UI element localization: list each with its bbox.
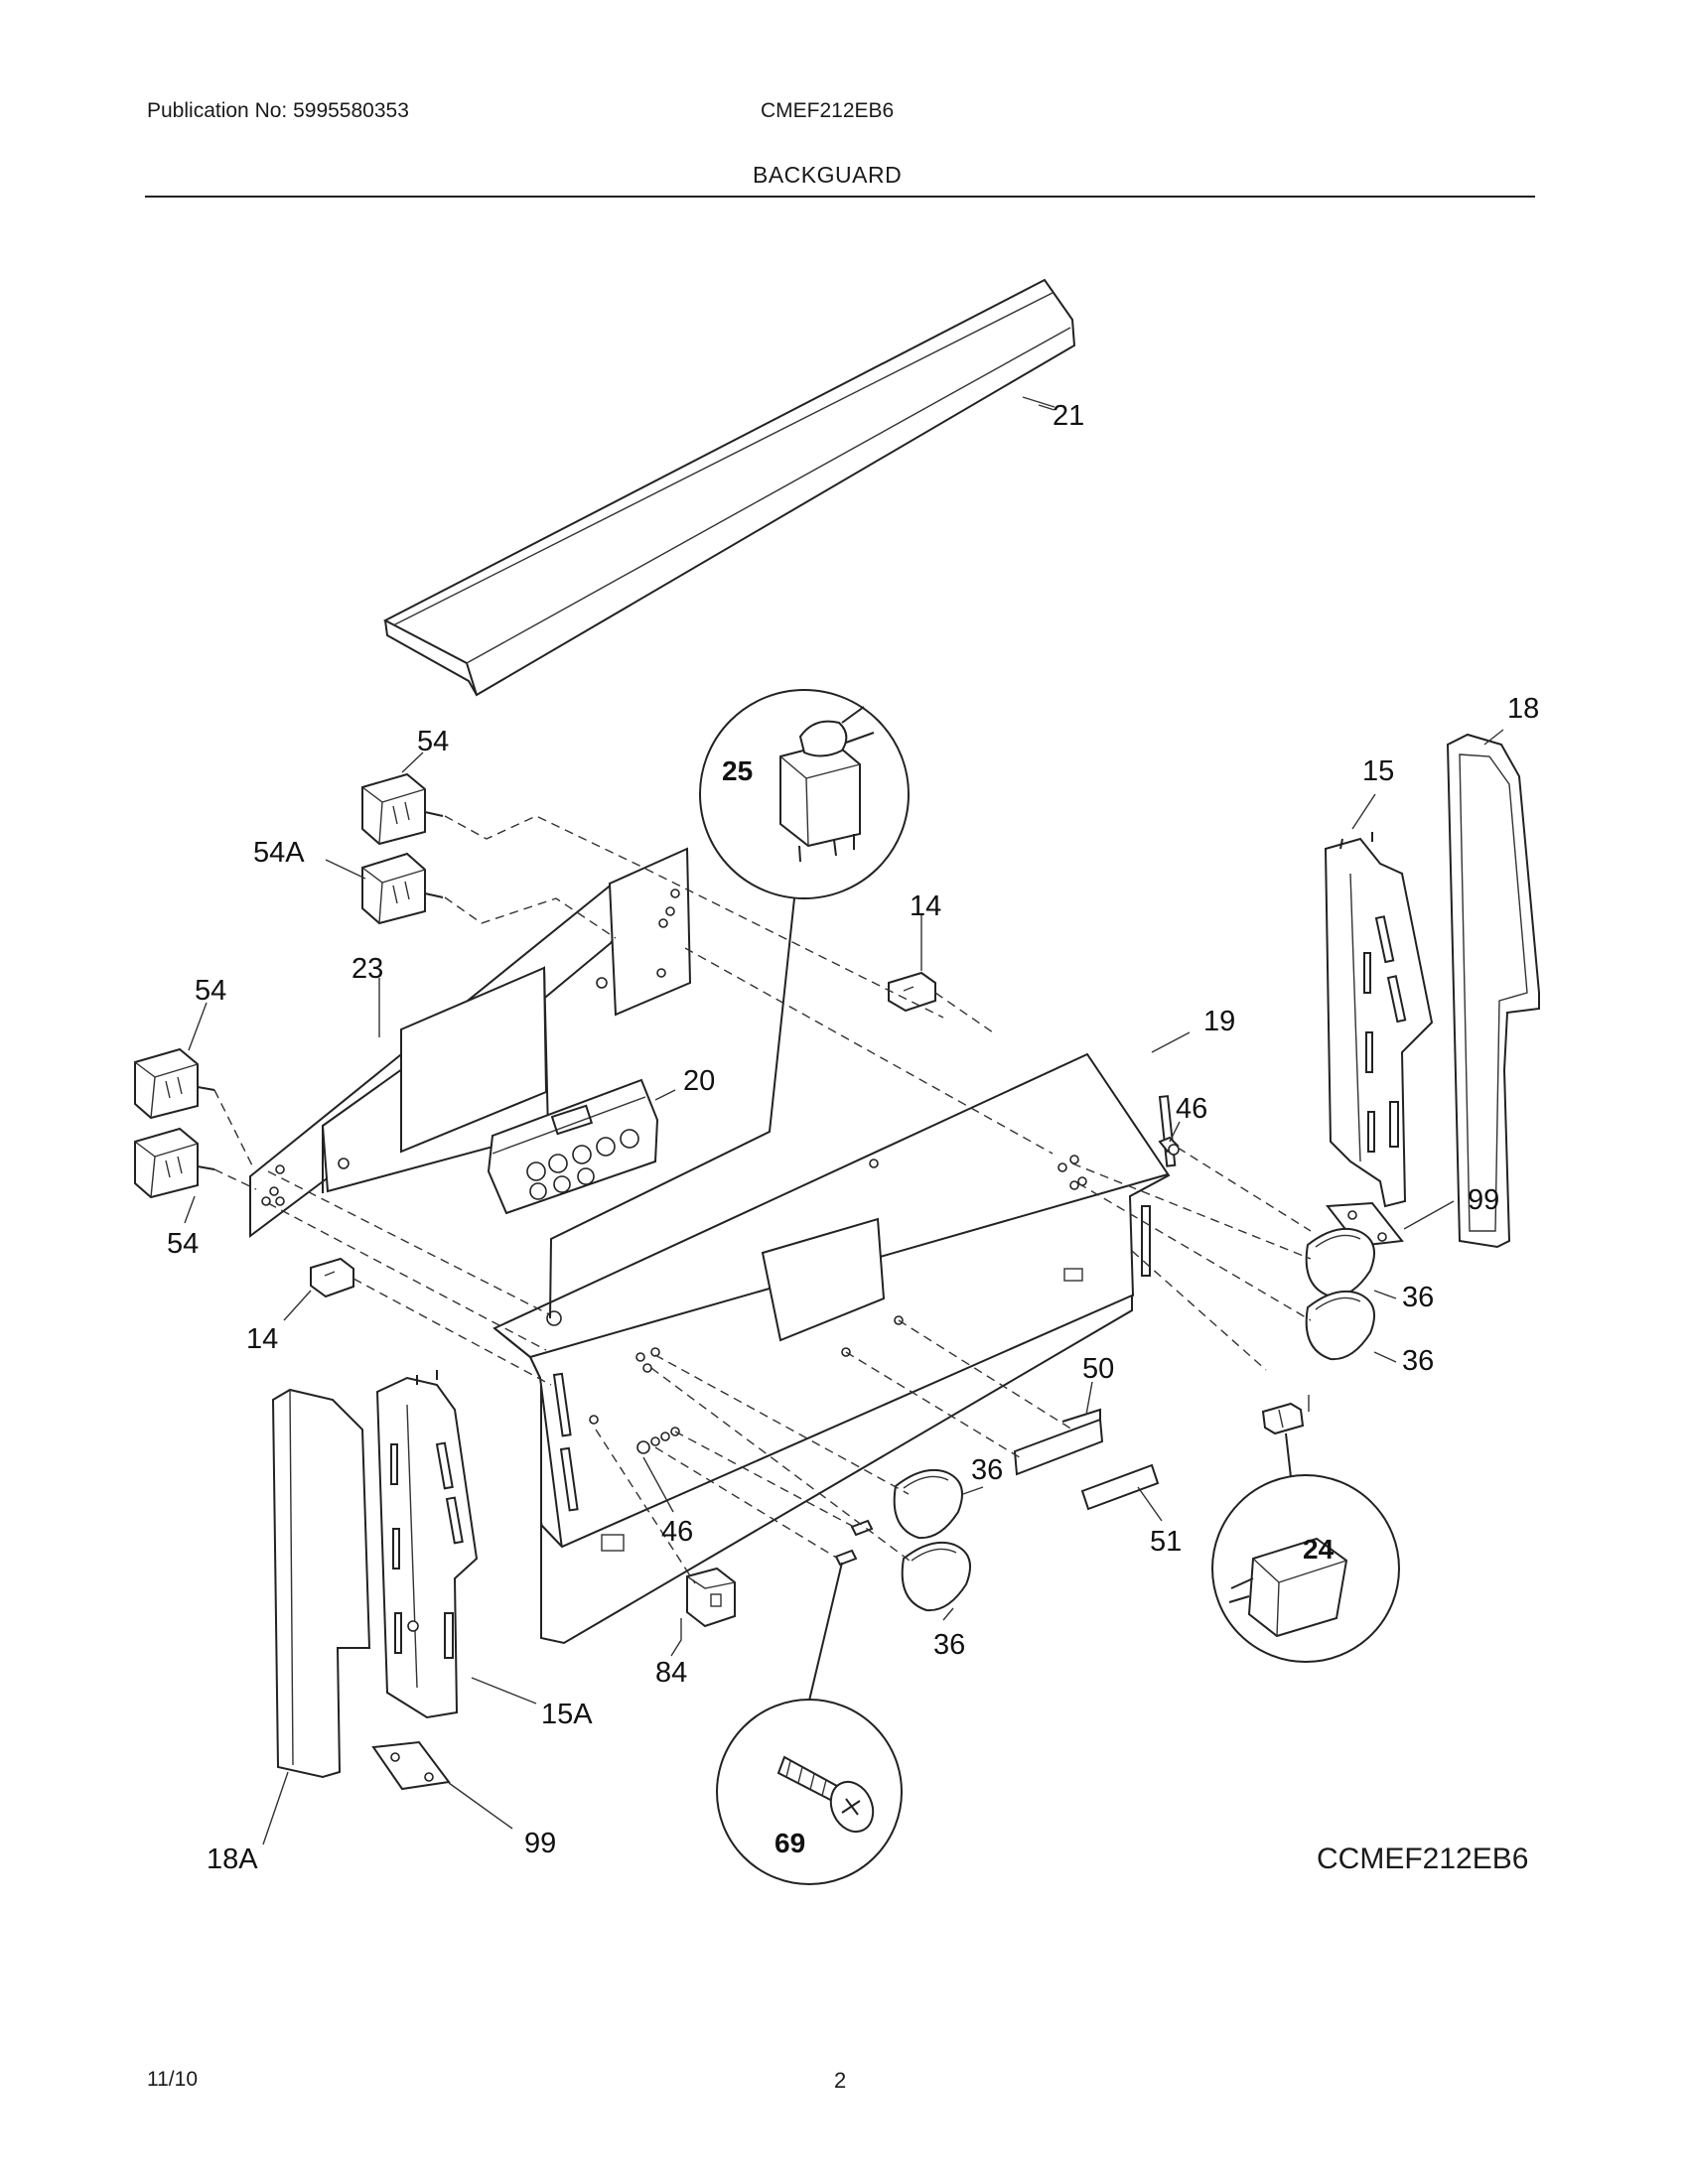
part-18-right-end-cap — [1446, 733, 1540, 1249]
assembly-dashed-lines — [213, 815, 1312, 1584]
part-54-switch-top — [361, 772, 444, 846]
page-number: 2 — [834, 2068, 847, 2093]
callout-21: 21 — [1053, 400, 1084, 432]
callout-54-mid: 54 — [195, 975, 226, 1007]
callout-84: 84 — [655, 1657, 687, 1689]
part-36-knob-mid — [893, 1468, 963, 1540]
callout-18A: 18A — [207, 1843, 258, 1875]
part-54A-switch — [361, 852, 444, 925]
callout-54-top: 54 — [417, 726, 449, 757]
connector-wires — [549, 897, 1292, 1702]
model-number: CMEF212EB6 — [761, 99, 895, 122]
part-50-lens — [1013, 1408, 1104, 1476]
callout-36-r2: 36 — [1402, 1345, 1434, 1377]
part-24-rocker-switch — [1261, 1402, 1305, 1435]
part-18A-left-end-cap — [271, 1388, 371, 1779]
part-36-knob-r1 — [1305, 1227, 1375, 1298]
part-99-left-plate — [371, 1740, 451, 1791]
callout-36-bottom: 36 — [933, 1629, 965, 1661]
callout-69: 69 — [774, 1828, 805, 1858]
detail-circle-25 — [699, 689, 910, 899]
callout-15: 15 — [1362, 755, 1394, 787]
callout-24: 24 — [1303, 1534, 1335, 1565]
part-21-top-trim — [382, 278, 1076, 697]
callout-99-right: 99 — [1468, 1184, 1499, 1216]
callout-14-bottom: 14 — [246, 1323, 278, 1355]
part-99-right-plate — [1326, 1201, 1404, 1248]
part-20-clock-control-board — [487, 1078, 659, 1215]
callout-15A: 15A — [541, 1699, 593, 1730]
part-54-switch-mid — [134, 1047, 215, 1120]
part-46-indicator-right — [1158, 1136, 1180, 1156]
part-84-outlet — [686, 1567, 736, 1628]
part-15A-left-bracket — [375, 1370, 479, 1719]
detail-circle-69 — [716, 1699, 903, 1885]
footer-date: 11/10 — [147, 2068, 198, 2091]
leader-lines — [184, 404, 1504, 1845]
diagram-code: CCMEF212EB6 — [1317, 1843, 1529, 1875]
callout-25: 25 — [722, 755, 753, 786]
callout-46-right: 46 — [1176, 1093, 1207, 1125]
part-69-screws — [834, 1519, 874, 1567]
callout-36-mid: 36 — [971, 1454, 1003, 1486]
callout-36-r1: 36 — [1402, 1282, 1434, 1313]
section-title: BACKGUARD — [753, 162, 903, 188]
callout-18: 18 — [1507, 693, 1539, 725]
publication-number: Publication No: 5995580353 — [147, 99, 409, 122]
part-15-right-bracket — [1324, 832, 1434, 1208]
callout-19: 19 — [1203, 1006, 1235, 1037]
part-54-switch-bottom — [134, 1127, 215, 1199]
part-36-knob-r2 — [1305, 1290, 1375, 1361]
part-51-label — [1080, 1463, 1160, 1511]
callout-51: 51 — [1150, 1526, 1182, 1558]
callout-50: 50 — [1082, 1353, 1114, 1385]
part-46-indicator-bottom — [589, 1415, 680, 1454]
callout-54-bottom: 54 — [167, 1228, 199, 1260]
callout-23: 23 — [352, 953, 383, 985]
part-14-terminal-top — [888, 971, 936, 1013]
callout-99-bottom: 99 — [524, 1828, 556, 1859]
callout-labels: 21 18 15 54 54A 25 14 23 54 19 20 46 99 … — [167, 400, 1539, 1875]
callout-14-top: 14 — [910, 890, 941, 922]
header-rule — [145, 196, 1535, 198]
callout-54A: 54A — [253, 837, 305, 869]
part-19-backguard-panel — [492, 1052, 1177, 1645]
detail-circle-24 — [1211, 1474, 1400, 1663]
part-23-control-panel — [249, 847, 692, 1238]
part-14-terminal-bottom — [310, 1257, 354, 1298]
part-36-knob-bot — [901, 1541, 971, 1612]
callout-46-bottom: 46 — [661, 1516, 693, 1548]
callout-20: 20 — [683, 1065, 715, 1097]
